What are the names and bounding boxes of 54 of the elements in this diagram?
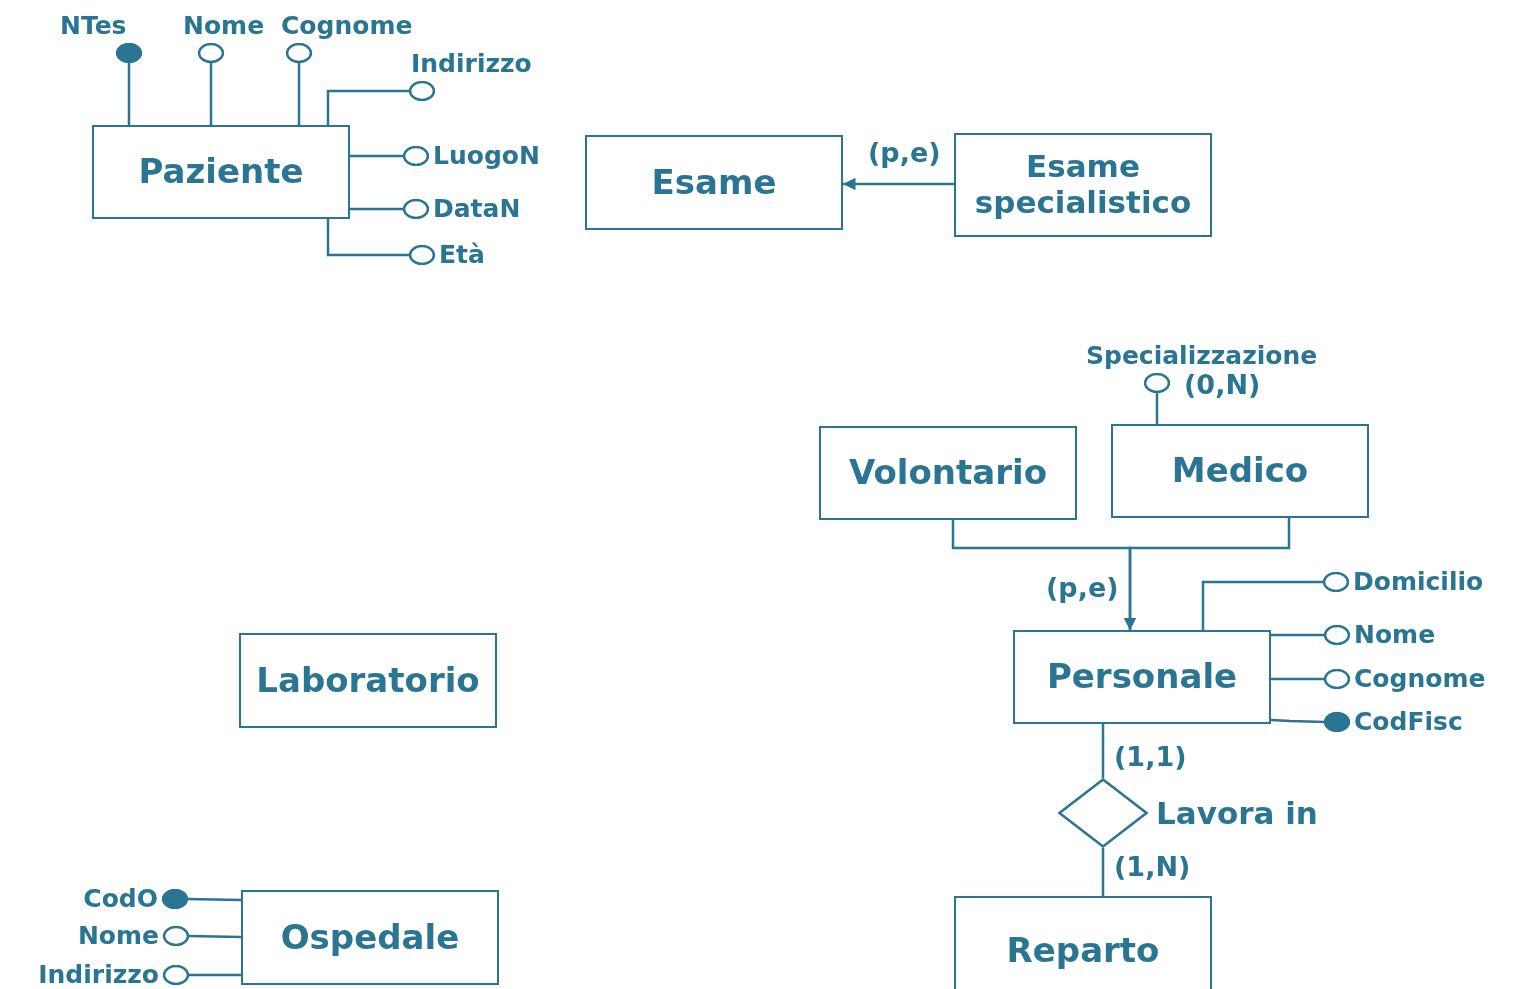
attribute-name: NTes bbox=[60, 11, 127, 41]
attribute-name: CodFisc bbox=[1354, 707, 1463, 737]
entity-name: Paziente bbox=[138, 152, 304, 192]
connector-line bbox=[127, 62, 131, 125]
entity-box bbox=[239, 633, 497, 728]
connector-line bbox=[1270, 718, 1326, 724]
attribute-name: Cognome bbox=[281, 11, 413, 41]
entity-name: Personale bbox=[1046, 657, 1238, 697]
entity-name: Reparto bbox=[1006, 931, 1160, 971]
connector-line bbox=[1271, 677, 1325, 681]
entity-box bbox=[241, 890, 499, 985]
attribute-name: Indirizzo bbox=[38, 960, 159, 989]
relationship-diamond bbox=[1058, 778, 1148, 848]
entity-name: Volontario bbox=[849, 453, 1047, 493]
attribute-name: Specializzazione bbox=[1086, 341, 1318, 371]
connector-line bbox=[350, 154, 404, 158]
entity-box bbox=[954, 896, 1212, 989]
connector-line bbox=[1271, 633, 1325, 637]
entity-name: Esame specialistico bbox=[973, 149, 1193, 221]
attribute-name: Indirizzo bbox=[411, 49, 532, 79]
attribute-name: Nome bbox=[77, 921, 159, 951]
connector-line bbox=[297, 62, 301, 125]
entity-box bbox=[1013, 630, 1271, 724]
attribute-name: LuogoN bbox=[433, 141, 540, 171]
connector-line bbox=[188, 973, 241, 977]
connector-line bbox=[350, 207, 404, 211]
attribute-name: Nome bbox=[1354, 620, 1436, 650]
attribute-name: Età bbox=[439, 240, 485, 270]
arrow bbox=[1123, 518, 1291, 630]
entity-box bbox=[1111, 424, 1369, 518]
connector-line bbox=[187, 934, 242, 939]
attribute-name: CodO bbox=[83, 884, 158, 914]
relationship-name: Lavora in bbox=[1156, 795, 1318, 831]
entity-name: Medico bbox=[1171, 451, 1309, 491]
connector-line bbox=[326, 219, 410, 257]
entity-box bbox=[954, 133, 1212, 237]
connector-line bbox=[1101, 848, 1105, 896]
connector-line bbox=[1101, 724, 1105, 778]
entity-box bbox=[585, 135, 843, 230]
attribute-name: Nome bbox=[183, 11, 265, 41]
connector-line bbox=[1155, 392, 1159, 424]
entity-box bbox=[92, 125, 350, 219]
connector-line bbox=[209, 62, 213, 125]
entity-box bbox=[819, 426, 1077, 520]
entity-name: Laboratorio bbox=[256, 660, 480, 701]
connector-line bbox=[186, 897, 242, 902]
attribute-name: DataN bbox=[433, 194, 521, 224]
entity-name: Esame bbox=[651, 162, 777, 203]
attribute-name: Cognome bbox=[1354, 664, 1486, 694]
connector-line bbox=[326, 89, 410, 125]
attribute-name: Domicilio bbox=[1353, 567, 1484, 597]
connector-line bbox=[1201, 580, 1324, 630]
arrow bbox=[843, 177, 954, 191]
entity-name: Ospedale bbox=[280, 917, 460, 958]
